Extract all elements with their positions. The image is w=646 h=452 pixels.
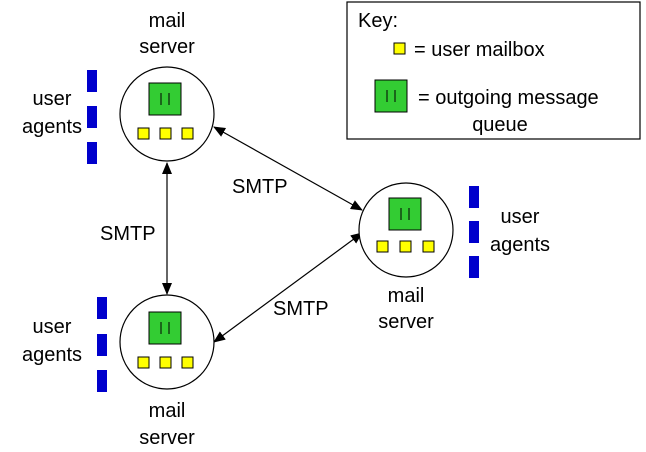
user-agent-icon xyxy=(469,256,479,278)
server-label-line2: server xyxy=(378,311,434,333)
user-agents-right: user agents xyxy=(469,186,550,278)
server-label-line1: mail xyxy=(149,10,186,32)
mail-server-right: mail server xyxy=(358,182,454,333)
smtp-label-vertical: SMTP xyxy=(100,223,156,245)
user-agents-bottom-left: user agents xyxy=(22,297,107,392)
server-label-line1: mail xyxy=(149,400,186,422)
mailbox-icon xyxy=(137,356,150,369)
user-agent-icon xyxy=(469,221,479,243)
server-label-line2: server xyxy=(139,36,195,58)
key-queue-label-line1: = outgoing message xyxy=(418,87,599,109)
mailbox-icon xyxy=(159,356,172,369)
smtp-label-bottom-right: SMTP xyxy=(273,298,329,320)
user-agents-top-left: user agents xyxy=(22,70,97,164)
user-agent-icon xyxy=(97,370,107,392)
outgoing-queue-icon xyxy=(148,82,182,116)
mailbox-icon xyxy=(399,240,412,253)
user-agent-icon xyxy=(87,142,97,164)
link-bottom-right xyxy=(213,232,363,343)
key-queue-label-line2: queue xyxy=(472,114,528,136)
key-legend: Key: = user mailbox = outgoing message q… xyxy=(346,1,641,140)
mailbox-icon xyxy=(159,127,172,140)
mail-server-bottom-left: mail server xyxy=(119,294,215,449)
user-agent-icon xyxy=(97,297,107,319)
server-label-line1: mail xyxy=(388,285,425,307)
link-top-right xyxy=(213,126,363,211)
agents-label-line1: user xyxy=(33,316,72,338)
agents-label-line1: user xyxy=(501,206,540,228)
mail-server-top-left: mail server xyxy=(119,10,215,162)
key-queue-icon xyxy=(374,79,408,113)
user-agent-icon xyxy=(97,334,107,356)
key-mailbox-label: = user mailbox xyxy=(414,39,545,61)
agents-label-line2: agents xyxy=(22,116,82,138)
user-agent-icon xyxy=(469,186,479,208)
mailbox-icon xyxy=(376,240,389,253)
user-agent-icon xyxy=(87,70,97,92)
outgoing-queue-icon xyxy=(388,197,422,231)
key-mailbox-icon xyxy=(393,42,406,55)
server-label-line2: server xyxy=(139,427,195,449)
mailbox-icon xyxy=(181,127,194,140)
outgoing-queue-icon xyxy=(148,311,182,345)
agents-label-line2: agents xyxy=(490,234,550,256)
user-agent-icon xyxy=(87,106,97,128)
mailbox-icon xyxy=(422,240,435,253)
mailbox-icon xyxy=(181,356,194,369)
agents-label-line2: agents xyxy=(22,344,82,366)
agents-label-line1: user xyxy=(33,88,72,110)
key-title: Key: xyxy=(358,10,398,32)
smtp-links: SMTP SMTP SMTP xyxy=(100,126,363,343)
mailbox-icon xyxy=(137,127,150,140)
smtp-label-top-right: SMTP xyxy=(232,176,288,198)
